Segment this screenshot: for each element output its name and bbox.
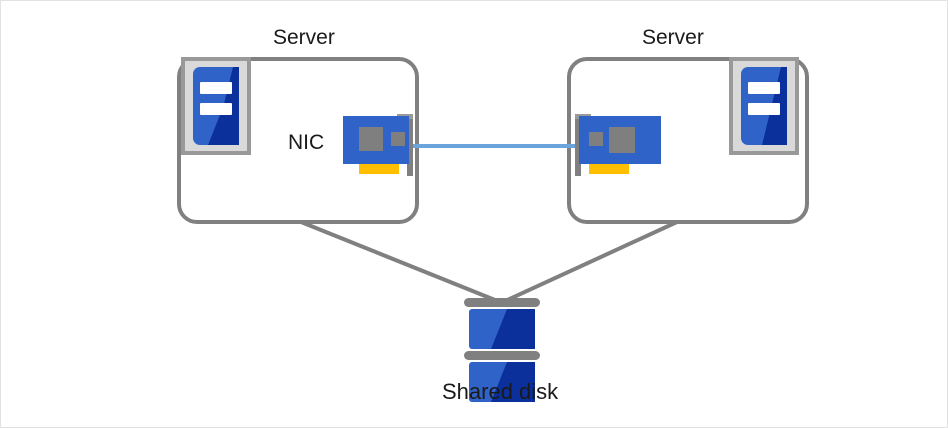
disk-stack-icon [464, 298, 540, 402]
server-right-label: Server [642, 26, 704, 49]
shared-disk-label: Shared disk [442, 379, 559, 404]
nic-label: NIC [288, 131, 325, 154]
server-tower-icon [729, 57, 799, 155]
server-tower-icon [181, 57, 251, 155]
server-right-to-disk-line [502, 220, 678, 304]
network-card-icon-left [343, 114, 413, 176]
server-left-label: Server [273, 26, 335, 49]
server-left-to-disk-line [300, 220, 501, 304]
network-card-icon-right [575, 114, 661, 176]
